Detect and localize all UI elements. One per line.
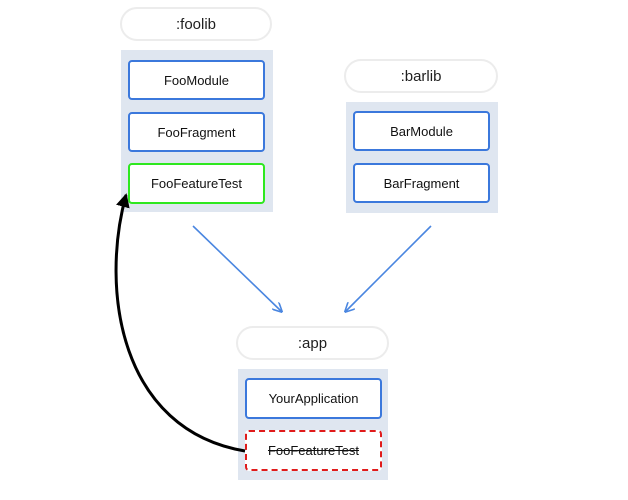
app-foo-feature-test-box: FooFeatureTest <box>245 430 382 471</box>
foo-module-box: FooModule <box>128 60 265 100</box>
bar-module-label: BarModule <box>390 123 453 139</box>
your-application-label: YourApplication <box>268 391 359 406</box>
foolib-to-app-arrow <box>192 225 281 311</box>
foo-feature-test-label: FooFeatureTest <box>150 176 243 191</box>
bar-fragment-box: BarFragment <box>353 163 490 203</box>
foo-feature-test-box: FooFeatureTest <box>128 163 265 204</box>
foolib-module-header: :foolib <box>120 7 272 41</box>
bar-fragment-label: BarFragment <box>383 175 460 191</box>
foo-fragment-label: FooFragment <box>157 124 236 140</box>
barlib-module-name: :barlib <box>400 67 442 85</box>
app-module-name: :app <box>297 334 328 352</box>
bar-module-box: BarModule <box>353 111 490 151</box>
move-test-arrow <box>114 193 246 453</box>
foo-module-label: FooModule <box>163 72 230 88</box>
foolib-module-name: :foolib <box>175 15 217 33</box>
barlib-to-app-arrow <box>346 225 432 311</box>
barlib-module-header: :barlib <box>344 59 498 93</box>
app-foo-feature-test-label: FooFeatureTest <box>267 443 360 458</box>
foo-fragment-box: FooFragment <box>128 112 265 152</box>
your-application-box: YourApplication <box>245 378 382 419</box>
app-module-header: :app <box>236 326 389 360</box>
